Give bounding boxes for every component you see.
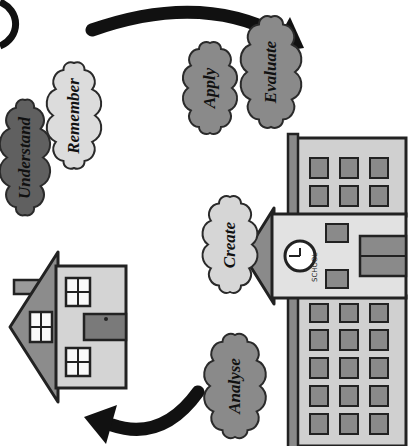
cloud-text: Apply bbox=[200, 68, 220, 109]
cloud-node: Apply bbox=[183, 38, 237, 138]
cloud-node: Analyse bbox=[205, 330, 265, 442]
cloud-text: Analyse bbox=[225, 358, 245, 414]
cloud-node: Understand bbox=[2, 95, 48, 220]
building-sign: SCHOOL bbox=[311, 252, 319, 282]
cloud-outline bbox=[241, 16, 302, 128]
cloud-outline bbox=[47, 62, 101, 168]
cloud-text: Understand bbox=[15, 116, 35, 198]
school-building bbox=[244, 134, 406, 446]
cloud-node: Evaluate bbox=[242, 12, 300, 132]
cloud-text: Create bbox=[220, 221, 240, 267]
cloud-outline bbox=[204, 334, 266, 438]
house-icon bbox=[10, 252, 126, 402]
cloud-text: Evaluate bbox=[261, 41, 281, 103]
cloud-outline bbox=[0, 100, 50, 216]
cloud-text: Remember bbox=[64, 78, 84, 154]
partial-circle bbox=[0, 2, 16, 46]
cloud-outline bbox=[183, 42, 237, 134]
cycle-arrow bbox=[112, 392, 198, 429]
cloud-node: Remember bbox=[48, 58, 100, 173]
cloud-node: Create bbox=[203, 192, 257, 297]
cloud-outline bbox=[203, 196, 258, 293]
arrow-head bbox=[84, 405, 117, 444]
